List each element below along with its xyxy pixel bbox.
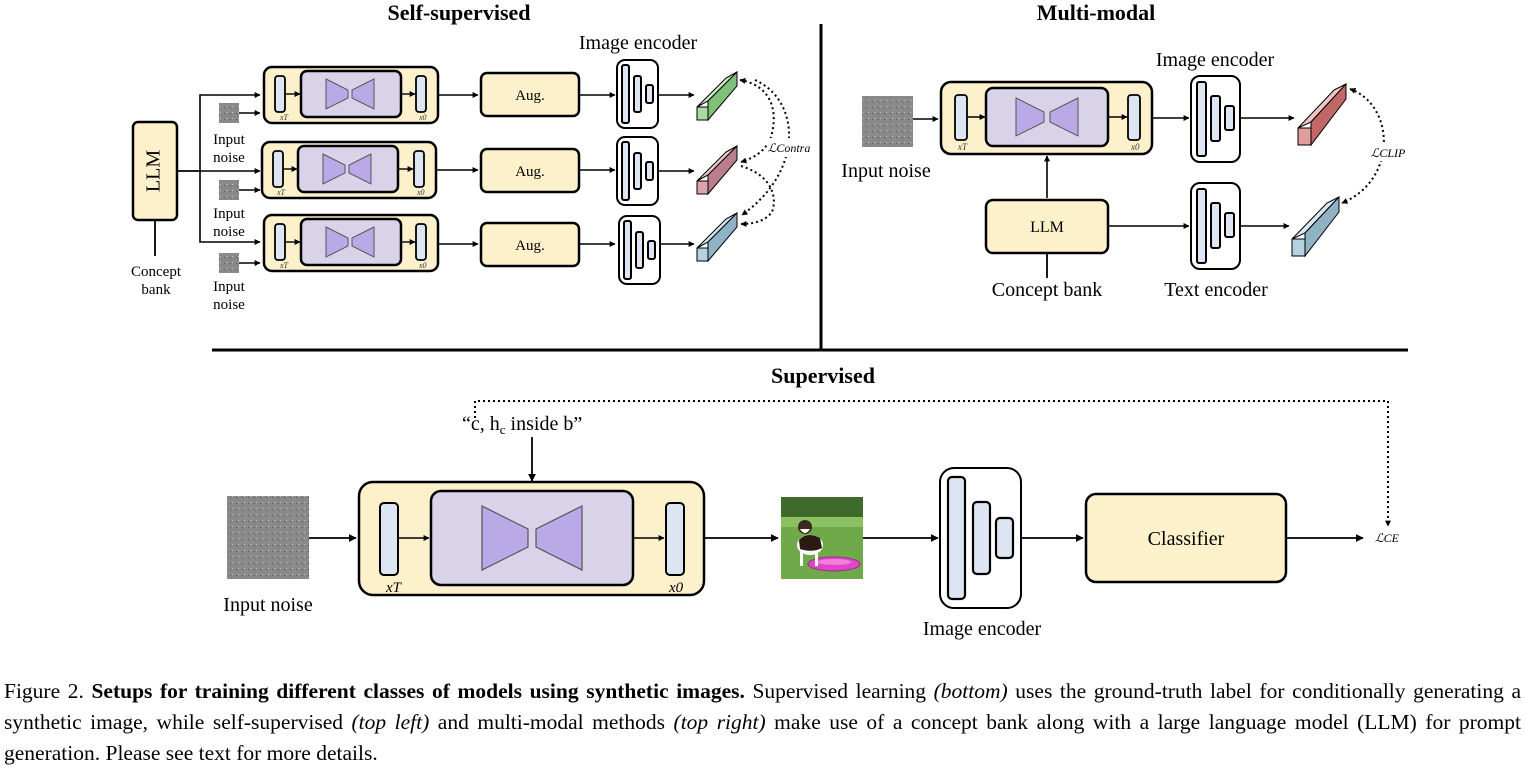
self-supervised-title: Self-supervised (388, 0, 531, 25)
mm-input-noise-label: Input noise (841, 160, 931, 182)
mm-image-encoder-label: Image encoder (1156, 49, 1275, 71)
multi-modal-panel: Multi-modal Image encoder Input noise xT… (841, 0, 1406, 301)
clip-loss-label: ℒCLIP (1371, 146, 1406, 160)
latent-end-label: x0 (668, 580, 684, 596)
prompt-label: “c, hc inside b” (462, 413, 582, 437)
unet-icon (325, 78, 375, 110)
caption-text-3: and multi-modal methods (429, 710, 674, 734)
aug-label: Aug. (515, 88, 545, 104)
ss-llm-label: LLM (143, 150, 165, 192)
latent-start-label: xT (279, 113, 289, 122)
caption-italic-2: (top left) (351, 710, 430, 734)
ss-noise-label-1b: noise (213, 150, 245, 166)
unet-icon (325, 226, 375, 258)
noise-image-icon (219, 253, 239, 273)
latent-end-label: x0 (418, 261, 427, 270)
aug-label: Aug. (515, 164, 545, 180)
multi-modal-title: Multi-modal (1037, 0, 1156, 25)
ss-concept-bank-label-1: Concept (131, 264, 182, 280)
latent-end-label: x0 (416, 188, 425, 197)
dog-photo-icon (781, 497, 863, 579)
unet-icon (481, 505, 583, 571)
self-supervised-panel: Self-supervised Image encoder LLM Concep… (131, 0, 811, 313)
ss-concept-bank-label-2: bank (141, 282, 171, 298)
figure-diagram: Self-supervised Image encoder LLM Concep… (131, 0, 1408, 640)
unet-icon (322, 153, 372, 185)
latent-start-label: xT (276, 188, 286, 197)
noise-image-icon (862, 96, 913, 147)
feature-vector-icon (696, 211, 738, 263)
figure-caption: Figure 2. Setups for training different … (4, 676, 1521, 769)
mm-concept-bank-label: Concept bank (992, 279, 1103, 301)
caption-title: Setups for training different classes of… (91, 679, 745, 703)
latent-start-label: xT (957, 142, 968, 152)
caption-prefix: Figure 2. (4, 679, 92, 703)
mm-llm-label: LLM (1030, 219, 1064, 236)
supervised-panel: Supervised “c, hc inside b” Input noise … (223, 363, 1399, 640)
caption-italic-3: (top right) (673, 710, 766, 734)
ss-row-1: xT x0 Aug. (262, 59, 738, 129)
ss-noise-label-2b: noise (213, 224, 245, 240)
caption-text-2: uses the ground-truth label for conditio… (4, 679, 1521, 734)
supervised-title: Supervised (771, 363, 875, 388)
latent-end-label: x0 (418, 113, 427, 122)
noise-image-icon (219, 103, 239, 123)
latent-start-label: xT (279, 261, 289, 270)
aug-label: Aug. (515, 238, 545, 254)
feature-vector-icon (696, 144, 738, 196)
ss-image-encoder-label: Image encoder (579, 32, 698, 54)
ss-noise-label-3a: Input (213, 279, 245, 295)
ce-loss-label: ℒCE (1375, 531, 1400, 545)
ss-noise-label-1a: Input (213, 132, 245, 148)
mm-text-encoder-label: Text encoder (1164, 279, 1268, 301)
caption-text-1: Supervised learning (744, 679, 934, 703)
noise-image-icon (219, 180, 239, 200)
ss-row-2: xT x0 Aug. (260, 136, 738, 206)
feature-vector-icon (696, 70, 738, 122)
ss-noise-label-2a: Input (213, 206, 245, 222)
sup-input-noise-label: Input noise (223, 594, 313, 616)
classifier-label: Classifier (1148, 528, 1225, 550)
ss-row-3: xT x0 Aug. (262, 211, 738, 285)
caption-text-4: make use of a concept bank along with a … (4, 710, 1522, 765)
latent-start-label: xT (385, 580, 403, 596)
feature-vector-icon (1297, 82, 1347, 147)
caption-italic-1: (bottom) (933, 679, 1008, 703)
ss-noise-label-3b: noise (213, 297, 245, 313)
feature-vector-icon (1291, 195, 1340, 258)
latent-end-label: x0 (1130, 142, 1140, 152)
contrastive-loss-label: ℒContra (768, 141, 811, 155)
unet-icon (1015, 97, 1079, 137)
noise-image-icon (227, 496, 309, 579)
sup-image-encoder-label: Image encoder (923, 618, 1042, 640)
